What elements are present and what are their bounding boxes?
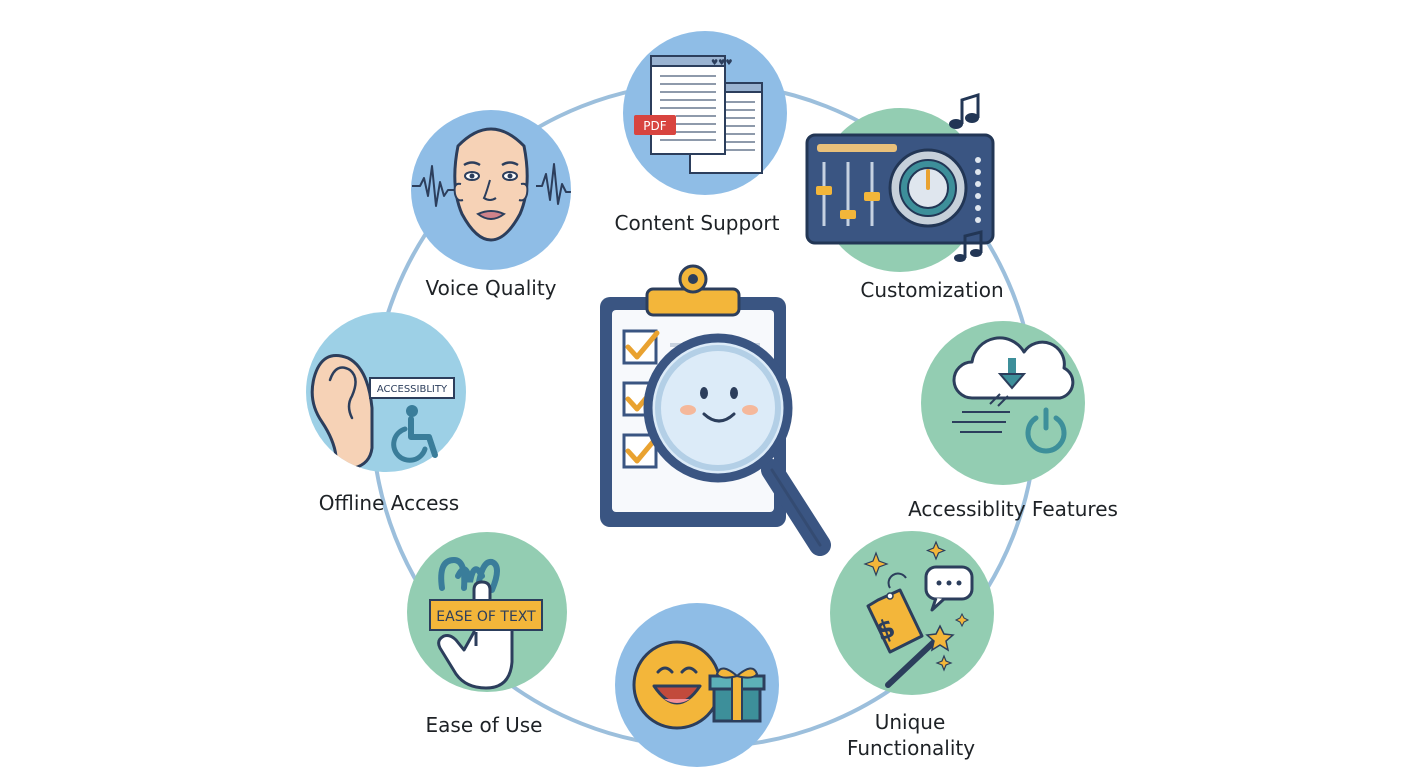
svg-text:♥♥♥: ♥♥♥ [711,58,733,67]
cloud-download-icon [952,336,1075,454]
sparkle-icon [863,540,970,672]
music-note-icon [954,230,983,262]
label-ease-of-use: Ease of Use [425,713,543,737]
ease-of-text-banner: EASE OF TEXT [436,609,536,625]
pdf-badge: PDF [643,119,666,133]
node-content-support: ♥♥♥ PDF [623,31,787,195]
music-note-icon [949,92,980,129]
node-ease-of-use: EASE OF TEXT [407,532,567,692]
smiley-gift-icon [632,640,766,730]
accessibility-banner: ACCESSIBLITY [377,384,448,395]
clipboard-magnifier-icon [600,264,831,556]
magic-wand-icon [885,624,955,688]
label-voice-quality: Voice Quality [425,276,557,300]
node-unique-functionality: $ [830,531,994,695]
label-unique-functionality-line2: Functionality [846,736,976,760]
node-customization [805,92,995,272]
label-content-support: Content Support [614,211,780,235]
label-offline-access: Offline Access [318,491,460,515]
label-unique-functionality-line1: Unique [874,710,946,734]
speech-bubble-icon [924,565,974,612]
label-customization: Customization [860,278,1004,302]
face-waveform-icon [412,127,571,242]
ear-icon [310,354,374,470]
wheelchair-icon [391,405,438,463]
audio-mixer-icon [805,133,995,245]
pdf-document-icon: ♥♥♥ PDF [634,55,763,174]
price-tag-icon: $ [866,572,924,654]
label-accessibility-features: Accessiblity Features [908,497,1118,521]
node-emoji-gift [615,603,779,767]
node-accessibility-features [921,321,1085,485]
node-offline-access: ACCESSIBLITY [306,312,466,472]
node-voice-quality [411,110,571,270]
